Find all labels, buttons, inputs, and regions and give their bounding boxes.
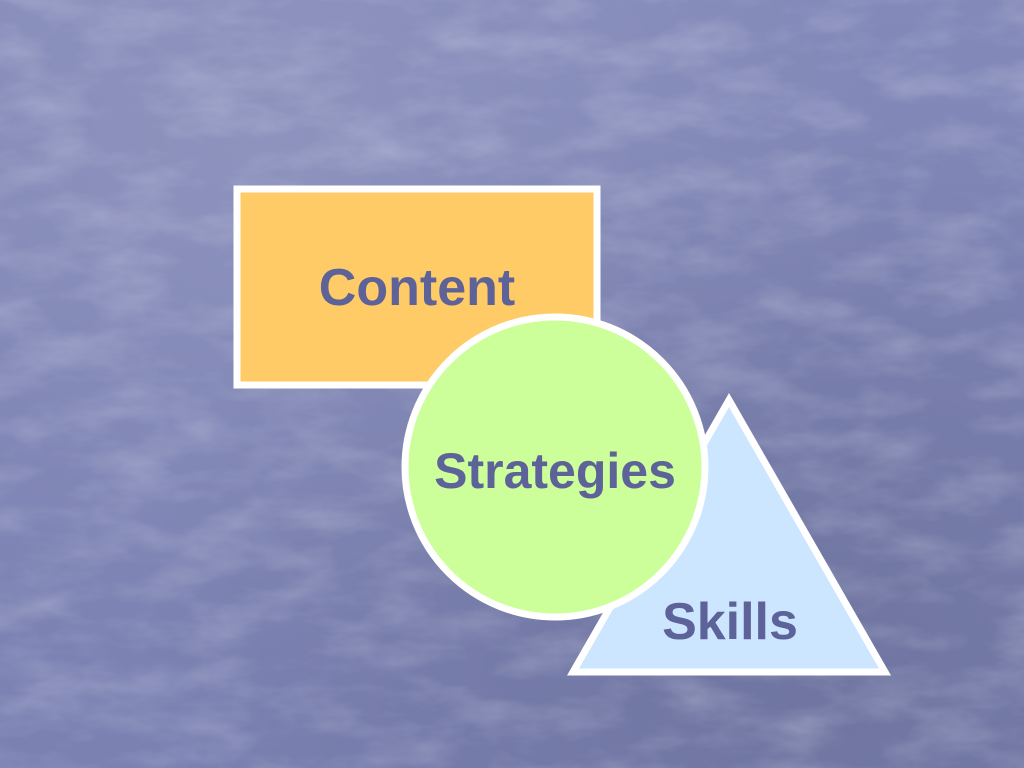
content-label: Content bbox=[318, 259, 516, 317]
strategies-label: Strategies bbox=[434, 443, 676, 499]
skills-label: Skills bbox=[662, 593, 798, 651]
strategies-circle bbox=[401, 313, 709, 621]
